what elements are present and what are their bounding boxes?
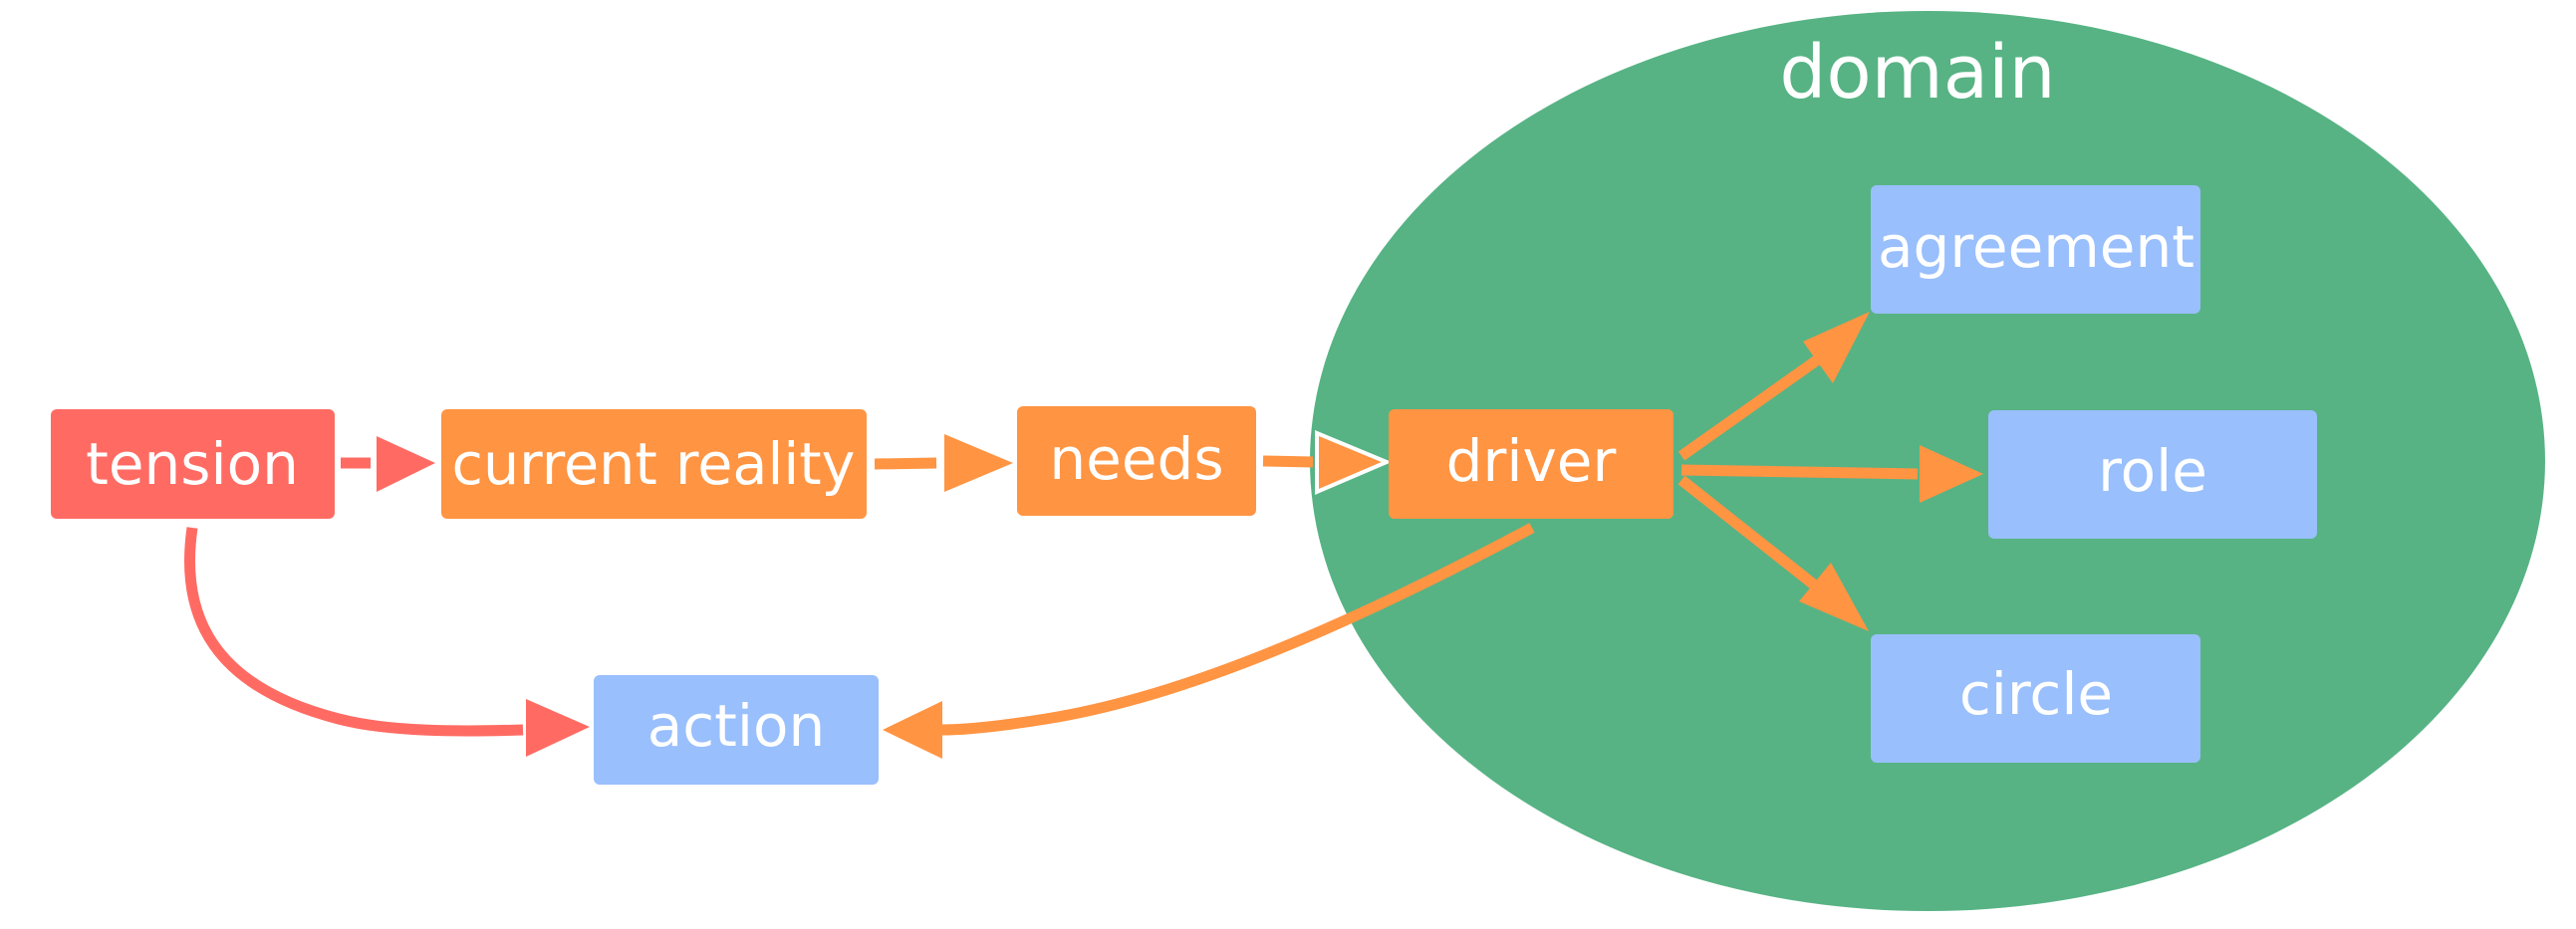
node-tension: tension (51, 409, 335, 519)
node-driver-label: driver (1446, 427, 1617, 495)
arrowhead-action-from-driver (883, 701, 942, 759)
arrowhead-needs (944, 434, 1013, 492)
node-tension-label: tension (86, 430, 299, 498)
arrowhead-circle (1799, 563, 1869, 631)
node-agreement: agreement (1871, 185, 2200, 314)
edge-driver-agreement (1677, 354, 1822, 461)
arrowhead-role (1920, 445, 1983, 503)
arrowhead-driver (1315, 430, 1393, 496)
node-current-reality: current reality (441, 409, 867, 519)
node-role: role (1988, 410, 2317, 539)
edge-driver-action (940, 523, 1535, 736)
node-circle: circle (1871, 634, 2200, 763)
node-current-reality-label: current reality (452, 430, 856, 498)
edge-driver-circle (1677, 475, 1819, 590)
edge-current-reality-needs (874, 457, 937, 470)
domain-label: domain (1779, 30, 2055, 116)
arrowhead-action-from-tension (526, 699, 590, 757)
edge-needs-driver (1262, 455, 1314, 468)
node-action-label: action (647, 692, 826, 760)
node-agreement-label: agreement (1878, 213, 2194, 281)
node-circle-label: circle (1959, 660, 2113, 728)
node-driver: driver (1389, 409, 1674, 519)
edge-tension-action (184, 527, 524, 737)
arrowhead-current-reality (377, 436, 435, 492)
node-needs: needs (1017, 406, 1256, 516)
node-needs-label: needs (1049, 425, 1223, 493)
node-action: action (594, 675, 879, 785)
arrowhead-agreement (1803, 312, 1870, 383)
node-role-label: role (2098, 437, 2207, 505)
edge-driver-role (1680, 464, 1919, 480)
